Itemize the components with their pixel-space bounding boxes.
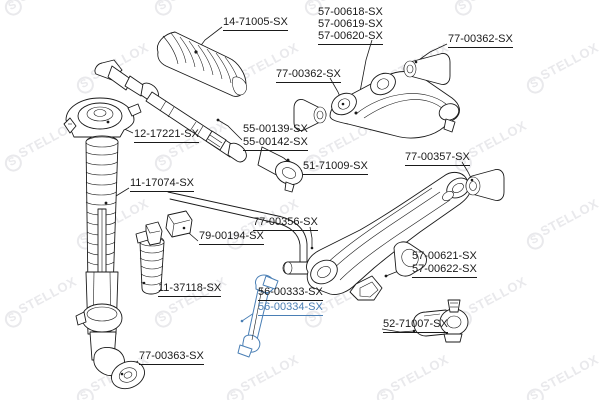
part-number-label-bump-stop[interactable]: 11-37118-SX [158, 282, 222, 297]
upper-arm-bush-left [293, 99, 345, 131]
part-number-label-outer-tie-rod-end[interactable]: 51-71009-SX [303, 160, 368, 175]
part-number-label-ball-joint[interactable]: 52-71007-SX [383, 318, 448, 333]
part-number-label-dust-cover-bellows[interactable]: 11-17074-SX [130, 177, 195, 192]
outer-tie-rod-end-part [257, 146, 303, 193]
part-number-label-stabilizer-bar-clamp[interactable]: 79-00194-SX [199, 230, 264, 245]
part-number-label-upper-control-arm[interactable]: 57-00618-SX [318, 6, 383, 18]
part-number-label-stabilizer-bar-bush[interactable]: 77-00356-SX [253, 216, 318, 231]
upper-control-arm-part [329, 71, 460, 139]
lower-arm-bush-part [465, 169, 505, 201]
part-number-label-stabilizer-link[interactable]: 56-00333-SX [258, 286, 323, 301]
steering-rack-boot-part [156, 31, 247, 97]
part-number-label-steering-rack-boot[interactable]: 14-71005-SX [223, 16, 288, 31]
part-number-label-upper-control-arm[interactable]: 57-00620-SX [318, 30, 383, 45]
stabilizer-link-part [237, 274, 279, 358]
part-number-label-control-arm-bush-left[interactable]: 77-00362-SX [276, 68, 341, 83]
part-number-label-inner-tie-rod[interactable]: 55-00142-SX [243, 136, 308, 151]
part-number-label-control-arm-bush-right[interactable]: 77-00362-SX [448, 33, 513, 48]
part-number-label-stabilizer-link-selected[interactable]: 56-00334-SX [258, 301, 323, 316]
lower-control-arm-part [306, 171, 471, 301]
part-number-label-inner-tie-rod[interactable]: 55-00139-SX [243, 123, 308, 135]
part-number-label-lower-control-arm[interactable]: 57-00622-SX [412, 263, 477, 278]
ball-joint-part [412, 299, 469, 343]
shock-absorber-part [75, 208, 145, 390]
inner-tie-rod-part [94, 59, 247, 163]
part-number-label-lower-control-arm[interactable]: 57-00621-SX [412, 250, 477, 262]
part-number-label-shock-absorber-bush[interactable]: 77-00363-SX [139, 350, 204, 365]
part-number-label-lower-arm-bush[interactable]: 77-00357-SX [405, 151, 470, 166]
upper-arm-bush-right [403, 53, 451, 85]
stabilizer-clamp-part [135, 210, 193, 246]
strut-mount-part [63, 97, 142, 138]
part-number-label-strut-mount[interactable]: 12-17221-SX [134, 128, 199, 143]
part-number-label-upper-control-arm[interactable]: 57-00619-SX [318, 18, 383, 30]
